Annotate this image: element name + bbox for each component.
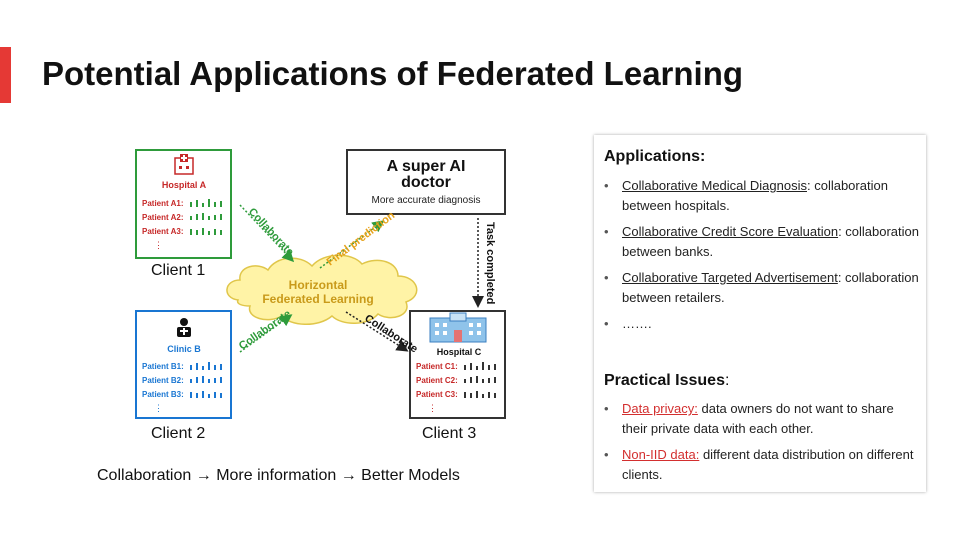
- hospital-c-box: Hospital C Patient C1: Patient C2: Patie…: [409, 310, 506, 419]
- collaborate-label-a: Collaborate: [246, 206, 296, 258]
- issues-heading-colon: :: [724, 372, 730, 389]
- task-completed-label: Task completed: [484, 222, 496, 304]
- list-item: • Collaborative Targeted Advertisement: …: [604, 268, 919, 308]
- issue-term: Non-IID data:: [622, 447, 700, 462]
- list-item: • Collaborative Medical Diagnosis: colla…: [604, 176, 919, 216]
- list-item: • Collaborative Credit Score Evaluation:…: [604, 222, 919, 262]
- clinic-b-name: Clinic B: [167, 344, 201, 354]
- application-term: Collaborative Targeted Advertisement: [622, 270, 838, 285]
- patient-c3: Patient C3:: [416, 390, 458, 399]
- list-item: • …….: [604, 314, 919, 334]
- list-item: • Data privacy: data owners do not want …: [604, 399, 919, 439]
- list-item: • Non-IID data: different data distribut…: [604, 445, 919, 485]
- right-arrow-icon: →: [340, 467, 357, 484]
- issue-desc: data owners do not want to share their p…: [622, 401, 894, 436]
- hospital-a-box: Hospital A Patient A1: Patient A2: Patie…: [135, 149, 232, 259]
- super-ai-title-1: A super AI: [387, 158, 466, 175]
- diagram-caption: Collaboration → More information → Bette…: [97, 467, 460, 485]
- issue-desc: different data distribution on different…: [622, 447, 914, 482]
- caption-part-3: Better Models: [361, 467, 460, 484]
- super-ai-subtitle: More accurate diagnosis: [372, 195, 481, 206]
- collaborate-arrow-a: [239, 204, 295, 263]
- hospital-building-icon: [429, 312, 487, 343]
- ellipsis-b: ⋮: [154, 403, 163, 413]
- super-ai-title-2: doctor: [401, 174, 451, 191]
- clinic-icon: [177, 318, 191, 337]
- application-term: Collaborative Medical Diagnosis: [622, 178, 807, 193]
- patient-b3: Patient B3:: [142, 390, 184, 399]
- patient-a1: Patient A1:: [142, 199, 184, 208]
- bullet: •: [604, 447, 609, 462]
- patient-a-data-bars: [190, 199, 222, 235]
- cloud-line-2: Federated Learning: [262, 292, 373, 306]
- issue-term: Data privacy:: [622, 401, 698, 416]
- applications-heading: Applications:: [604, 148, 706, 165]
- ellipsis-c: ⋮: [428, 403, 437, 413]
- application-desc: …….: [622, 316, 652, 331]
- client-3-label: Client 3: [422, 425, 477, 442]
- application-desc: : collaboration between hospitals.: [622, 178, 888, 213]
- clinic-b-box: Clinic B Patient B1: Patient B2: Patient…: [135, 310, 232, 419]
- client-2-label: Client 2: [151, 425, 206, 442]
- super-ai-box: A super AI doctor More accurate diagnosi…: [346, 149, 506, 215]
- hospital-a-name: Hospital A: [162, 180, 207, 190]
- info-panel: Applications: • Collaborative Medical Di…: [594, 135, 926, 492]
- issues-heading-bold: Practical Issues: [604, 372, 725, 389]
- applications-list: • Collaborative Medical Diagnosis: colla…: [604, 176, 919, 340]
- patient-c1: Patient C1:: [416, 362, 458, 371]
- bullet: •: [604, 224, 609, 239]
- patient-b1: Patient B1:: [142, 362, 184, 371]
- page-title: Potential Applications of Federated Lear…: [42, 55, 744, 92]
- caption-part-1: Collaboration: [97, 467, 192, 484]
- federated-cloud: Horizontal Federated Learning: [226, 254, 418, 325]
- patient-a3: Patient A3:: [142, 227, 184, 236]
- right-arrow-icon: →: [195, 467, 212, 484]
- final-prediction-arrow: [319, 220, 385, 269]
- ellipsis-a: ⋮: [154, 240, 163, 250]
- hospital-icon: [174, 154, 194, 175]
- application-desc: : collaboration between retailers.: [622, 270, 919, 305]
- bullet: •: [604, 178, 609, 193]
- patient-b2: Patient B2:: [142, 376, 184, 385]
- patient-a2: Patient A2:: [142, 213, 184, 222]
- bullet: •: [604, 316, 609, 331]
- issues-list: • Data privacy: data owners do not want …: [604, 399, 919, 491]
- bullet: •: [604, 270, 609, 285]
- cloud-line-1: Horizontal: [289, 278, 348, 292]
- hospital-c-name: Hospital C: [437, 347, 482, 357]
- application-term: Collaborative Credit Score Evaluation: [622, 224, 839, 239]
- final-prediction-label: Final prediction: [325, 209, 398, 268]
- patient-c-data-bars: [464, 362, 496, 398]
- application-desc: : collaboration between banks.: [622, 224, 920, 259]
- caption-part-2: More information: [216, 467, 337, 484]
- patient-c2: Patient C2:: [416, 376, 458, 385]
- bullet: •: [604, 401, 609, 416]
- patient-b-data-bars: [190, 362, 222, 398]
- client-1-label: Client 1: [151, 262, 206, 279]
- issues-heading: Practical Issues:: [604, 372, 729, 390]
- title-accent-bar: [0, 47, 11, 103]
